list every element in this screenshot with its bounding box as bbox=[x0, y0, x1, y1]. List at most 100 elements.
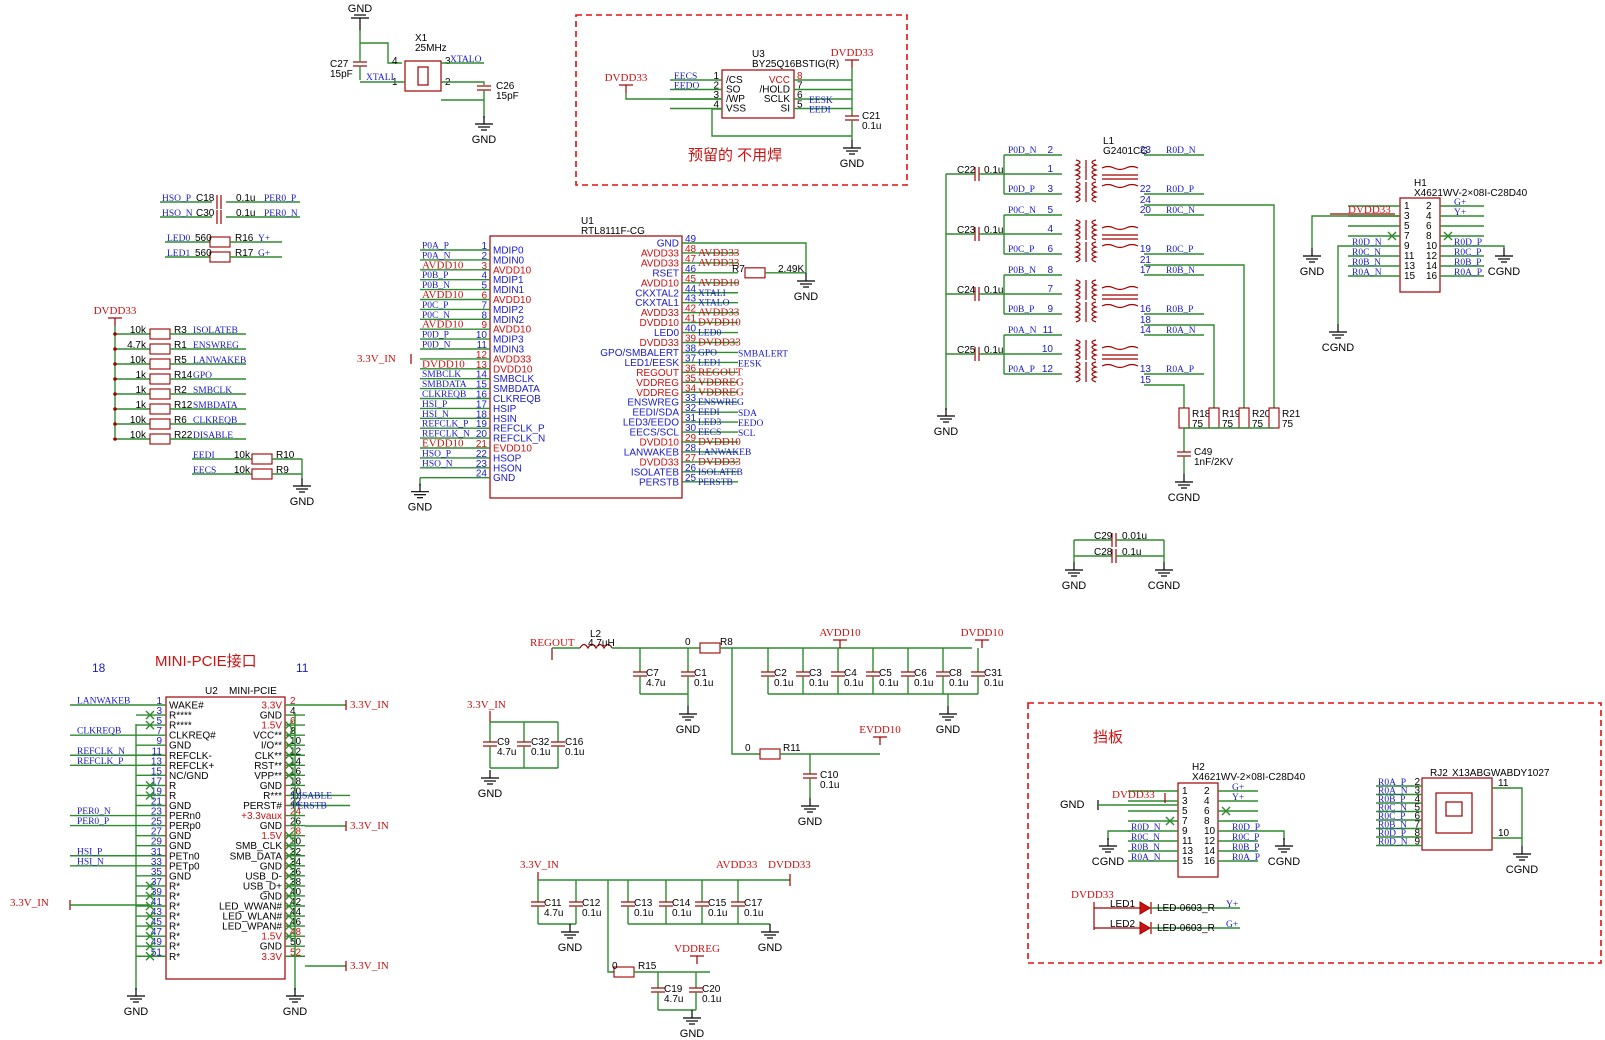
pullup-body-2 bbox=[149, 358, 171, 370]
u1-pin-44-num: 44 bbox=[685, 284, 697, 295]
nc-mark-b bbox=[145, 901, 155, 911]
u1-net-41: DVDD10 bbox=[698, 317, 741, 329]
u1-net-32: EEDI bbox=[698, 408, 720, 418]
c26-ref: C26 bbox=[496, 81, 515, 92]
nc-mark-b bbox=[284, 931, 294, 941]
pd-ref-1: R9 bbox=[276, 465, 289, 476]
h1-rnum-16: 16 bbox=[1426, 271, 1438, 282]
u2-pin-35-num: 35 bbox=[151, 867, 163, 878]
row10-val-1: 0.1u bbox=[809, 678, 828, 689]
u2-pin-27-num: 27 bbox=[151, 827, 163, 838]
rj-net-1: R0A_N bbox=[1378, 787, 1408, 797]
u2-lnet-7: CLKREQB bbox=[77, 727, 121, 737]
u2-pin-46-num: 46 bbox=[290, 917, 302, 928]
u1-pin-9-name: AVDD10 bbox=[493, 325, 532, 336]
c19-ref: C19 bbox=[664, 984, 683, 995]
u1-pin-24-num: 24 bbox=[476, 469, 488, 480]
junction bbox=[113, 347, 117, 351]
u3-pin-3-name: /WP bbox=[726, 94, 745, 105]
h2-cgnd-wire bbox=[1107, 830, 1130, 840]
l1-lpin-1: 1 bbox=[1047, 164, 1053, 175]
nc-mark-b bbox=[1443, 231, 1453, 241]
u1-pin-39-name: DVDD33 bbox=[640, 338, 680, 349]
pullup-val-0: 10k bbox=[130, 325, 147, 336]
u1-net-14: SMBCLK bbox=[422, 370, 461, 380]
l1-choke-2 bbox=[1101, 285, 1139, 291]
hso-net-r-0: PER0_P bbox=[264, 194, 296, 204]
row33-ref-5: C17 bbox=[744, 898, 763, 909]
u1-pin-40-num: 40 bbox=[685, 324, 697, 335]
l1-coil-r-3-1 bbox=[1091, 361, 1099, 383]
u2-pin-14-num: 14 bbox=[290, 756, 302, 767]
u3-net-1: EECS bbox=[674, 72, 697, 82]
r11-ref: R11 bbox=[783, 743, 801, 754]
h1-rnet-4: Y+ bbox=[1454, 208, 1466, 218]
l1-lpin-12: 12 bbox=[1042, 364, 1054, 375]
x1-xtali: XTALI bbox=[366, 73, 394, 83]
l1-choke-0 bbox=[1101, 165, 1139, 171]
u1-pin-13-num: 13 bbox=[476, 360, 488, 371]
nc-mark-b bbox=[145, 780, 155, 790]
l1-rnet-22: R0D_P bbox=[1166, 185, 1194, 195]
u3-left-pwr-label: DVDD33 bbox=[605, 72, 648, 84]
row33-val-1: 0.1u bbox=[582, 908, 601, 919]
u1-net-6: AVDD10 bbox=[422, 289, 464, 301]
nc-mark-b bbox=[284, 861, 294, 871]
u2-part: MINI-PCIE bbox=[229, 686, 277, 697]
x1-pin3: 3 bbox=[445, 56, 451, 67]
rj-num-4: 6 bbox=[1414, 811, 1420, 822]
h2-lnum-3: 3 bbox=[1182, 796, 1188, 807]
nc-mark-b bbox=[284, 750, 294, 760]
u1-pin-41-name: DVDD10 bbox=[640, 318, 680, 329]
u1-pin-25-name: PERSTB bbox=[639, 477, 679, 488]
rj-net-4: R0C_P bbox=[1378, 812, 1405, 822]
h2-cgnd-r-label: CGND bbox=[1268, 856, 1300, 868]
pullup-net-2: LANWAKEB bbox=[193, 356, 246, 366]
u1-net-17: HSI_P bbox=[422, 400, 447, 410]
h1-lnum-9: 9 bbox=[1404, 241, 1410, 252]
h1-rnet-10: R0D_P bbox=[1454, 238, 1482, 248]
l1-lpin-10: 10 bbox=[1042, 344, 1054, 355]
l1-term-ref-3: R21 bbox=[1282, 409, 1301, 420]
l1-rpin-22: 22 bbox=[1140, 184, 1152, 195]
l1-term-val-0: 75 bbox=[1192, 419, 1204, 430]
u1-net-22: HSO_P bbox=[422, 449, 451, 459]
u1-net-35: VDDREG bbox=[698, 376, 744, 388]
u2-lnet-23: PER0_N bbox=[77, 807, 111, 817]
u1-pin-28-num: 28 bbox=[685, 443, 697, 454]
u1-pin-1-num: 1 bbox=[481, 241, 487, 252]
l1-rpin-23: 23 bbox=[1140, 145, 1152, 156]
r7-value: 2.49K bbox=[778, 264, 804, 275]
u1-pin-7-name: MDIP2 bbox=[493, 305, 524, 316]
u1-pin-33-num: 33 bbox=[685, 393, 697, 404]
u3-pin-4-num: 4 bbox=[713, 100, 719, 111]
ledres-body-1 bbox=[209, 251, 231, 263]
nc-mark-b bbox=[284, 770, 294, 780]
u3-vss-wire bbox=[711, 108, 852, 137]
u2-right-gnd-label: GND bbox=[283, 1006, 308, 1018]
u1-pin-3-num: 3 bbox=[481, 261, 487, 272]
u2-pin-22-name: PERST# bbox=[243, 801, 282, 812]
u1-pin-47-name: AVDD33 bbox=[641, 258, 680, 269]
led-net-0: Y+ bbox=[1226, 900, 1238, 910]
u1-ext-30: SCL bbox=[738, 429, 756, 439]
pullup-ref-3: R14 bbox=[174, 370, 193, 381]
l1-lpin-2: 2 bbox=[1047, 145, 1053, 156]
u2-pin-4-name: GND bbox=[260, 711, 282, 722]
u2-pin-24-name: +3.3vaux bbox=[241, 811, 282, 822]
junction bbox=[113, 437, 117, 441]
nc-mark-b bbox=[145, 881, 155, 891]
h1-gnd-left-sym-label: GND bbox=[1300, 266, 1325, 278]
nc-mark-b bbox=[284, 720, 294, 730]
u1-pin-21-name: EVDD10 bbox=[493, 444, 532, 455]
h1-lnum-13: 13 bbox=[1404, 261, 1416, 272]
ledres-netr-0: Y+ bbox=[258, 234, 270, 244]
pullup-body-1 bbox=[149, 343, 171, 355]
r8-ref: R8 bbox=[720, 637, 733, 648]
u1-pin-44-name: CKXTAL2 bbox=[635, 288, 679, 299]
c21-value: 0.1u bbox=[862, 121, 881, 132]
pullup-net-5: SMBDATA bbox=[193, 401, 238, 411]
u2-body bbox=[165, 696, 286, 980]
u2-pin-19-num: 19 bbox=[151, 786, 163, 797]
h2-lnum-1: 1 bbox=[1182, 786, 1188, 797]
